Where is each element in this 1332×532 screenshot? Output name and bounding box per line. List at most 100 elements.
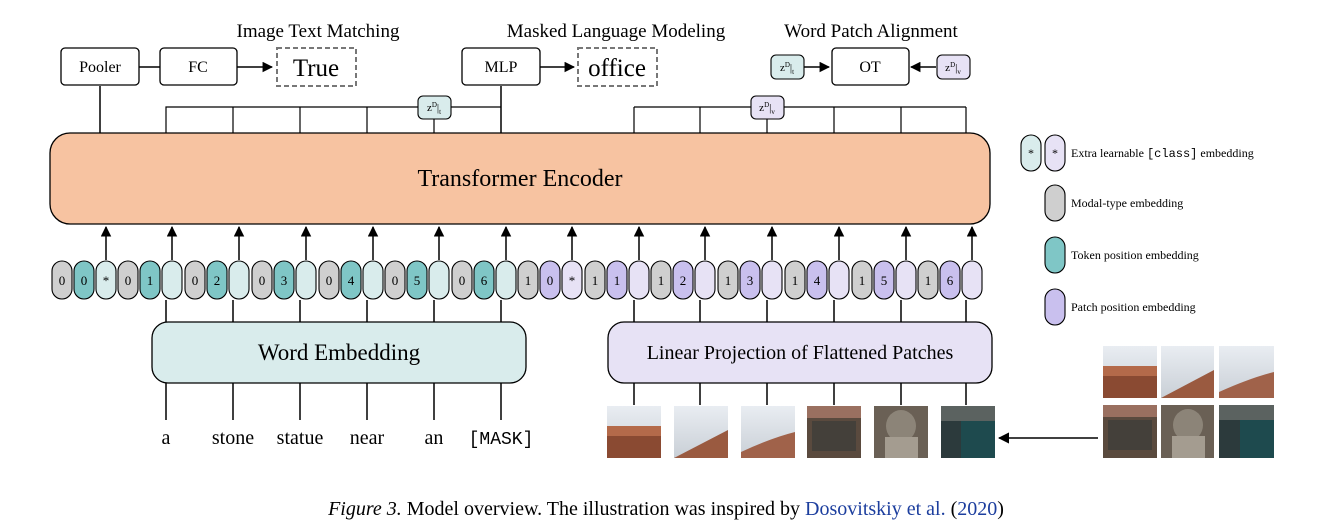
text-modal-type-2-label: 0 xyxy=(192,273,199,288)
zd-v-output-label: zD|v xyxy=(759,101,775,116)
text-modal-type-3-pill xyxy=(251,260,273,300)
zd-v-input-box xyxy=(936,54,971,80)
image-position-3-pill xyxy=(739,260,761,300)
image-position-1-pill xyxy=(606,260,628,300)
text-position-0-pill xyxy=(73,260,95,300)
text-class-token-pill xyxy=(95,260,117,300)
svg-text:*: * xyxy=(1052,146,1058,160)
wpa-title: Word Patch Alignment xyxy=(784,21,958,42)
image-modal-type-2-pill xyxy=(650,260,672,300)
text-position-6-pill xyxy=(473,260,495,300)
image-class-token-label: * xyxy=(569,273,576,288)
text-position-2-pill xyxy=(206,260,228,300)
citation-link[interactable]: Dosovitskiy et al. xyxy=(805,498,946,520)
fc-label: FC xyxy=(188,59,208,76)
transformer-encoder xyxy=(49,132,991,225)
itm-output-box xyxy=(276,47,357,87)
text-modal-type-1-pill xyxy=(117,260,139,300)
image-position-4-pill xyxy=(806,260,828,300)
image-class-token-pill xyxy=(561,260,583,300)
zd-t-output-label: zD|t xyxy=(427,101,441,116)
image-modal-type-0-label: 1 xyxy=(525,273,532,288)
image-token-6-pill xyxy=(961,260,983,300)
image-position-6-label: 6 xyxy=(947,273,954,288)
linear-projection-label: Linear Projection of Flattened Patches xyxy=(647,342,954,364)
legend: * * Extra learnable [class] embedding Mo… xyxy=(1020,134,1254,326)
patch-image-4 xyxy=(874,406,928,458)
text-modal-type-5-label: 0 xyxy=(392,273,399,288)
mlm-output-box xyxy=(577,47,658,87)
figure-caption: Figure 3. Model overview. The illustrati… xyxy=(327,498,1004,520)
ot-label: OT xyxy=(859,59,881,76)
text-position-4-label: 4 xyxy=(348,273,355,288)
image-modal-type-0-pill xyxy=(517,260,539,300)
image-patches xyxy=(607,383,995,458)
text-modal-type-4-label: 0 xyxy=(326,273,333,288)
text-position-5-label: 5 xyxy=(414,273,421,288)
image-modal-type-3-label: 1 xyxy=(725,273,732,288)
text-position-6-label: 6 xyxy=(481,273,488,288)
text-modal-type-5-pill xyxy=(384,260,406,300)
text-position-3-label: 3 xyxy=(281,273,288,288)
patch-image-2 xyxy=(741,406,795,458)
word-4: an xyxy=(425,427,444,449)
image-modal-type-1-pill xyxy=(584,260,606,300)
text-position-4-pill xyxy=(340,260,362,300)
text-token-4-pill xyxy=(362,260,384,300)
legend-modal-type-label: Modal-type embedding xyxy=(1071,196,1183,210)
image-modal-type-4-pill xyxy=(784,260,806,300)
legend-token-position-label: Token position embedding xyxy=(1071,248,1199,262)
image-token-5-pill xyxy=(895,260,917,300)
zd-v-output-box xyxy=(750,95,785,120)
image-position-5-pill xyxy=(873,260,895,300)
svg-text:*: * xyxy=(1028,146,1034,160)
text-modal-type-1-label: 0 xyxy=(125,273,132,288)
linear-projection xyxy=(607,321,993,384)
mlp-label: MLP xyxy=(485,59,518,76)
patch-image-3 xyxy=(807,406,861,458)
itm-output: True xyxy=(293,55,339,82)
text-modal-type-2-pill xyxy=(184,260,206,300)
text-position-2-label: 2 xyxy=(214,273,221,288)
text-class-token-label: * xyxy=(103,273,110,288)
image-modal-type-5-label: 1 xyxy=(859,273,866,288)
word-0: a xyxy=(162,427,171,449)
pooler-label: Pooler xyxy=(79,59,121,76)
image-token-1-pill xyxy=(628,260,650,300)
mlm-output: office xyxy=(588,55,646,82)
text-token-6-pill xyxy=(495,260,517,300)
image-modal-type-6-pill xyxy=(917,260,939,300)
text-modal-type-0-label: 0 xyxy=(59,273,66,288)
image-token-3-pill xyxy=(761,260,783,300)
text-position-1-label: 1 xyxy=(147,273,154,288)
text-modal-type-6-label: 0 xyxy=(459,273,466,288)
text-position-1-pill xyxy=(139,260,161,300)
word-5: [MASK] xyxy=(469,430,534,450)
image-position-0-label: 0 xyxy=(547,273,554,288)
word-embedding-label: Word Embedding xyxy=(258,340,421,365)
text-position-5-pill xyxy=(406,260,428,300)
word-3: near xyxy=(350,427,385,449)
transformer-encoder-label: Transformer Encoder xyxy=(417,166,622,192)
image-position-3-label: 3 xyxy=(747,273,754,288)
image-modal-type-1-label: 1 xyxy=(592,273,599,288)
legend-extra-label: Extra learnable [class] embedding xyxy=(1071,146,1254,161)
image-modal-type-3-pill xyxy=(717,260,739,300)
text-modal-type-4-pill xyxy=(318,260,340,300)
image-position-1-label: 1 xyxy=(614,273,621,288)
image-position-2-label: 2 xyxy=(680,273,687,288)
image-token-2-pill xyxy=(694,260,716,300)
word-2: statue xyxy=(277,427,324,449)
source-image-grid xyxy=(1103,346,1274,458)
image-position-2-pill xyxy=(672,260,694,300)
zd-t-input-label: zD|t xyxy=(780,61,794,76)
image-modal-type-4-label: 1 xyxy=(792,273,799,288)
patch-image-1 xyxy=(674,406,728,458)
image-token-4-pill xyxy=(828,260,850,300)
zd-t-output-box xyxy=(417,95,452,120)
text-token-1-pill xyxy=(161,260,183,300)
text-position-3-pill xyxy=(273,260,295,300)
